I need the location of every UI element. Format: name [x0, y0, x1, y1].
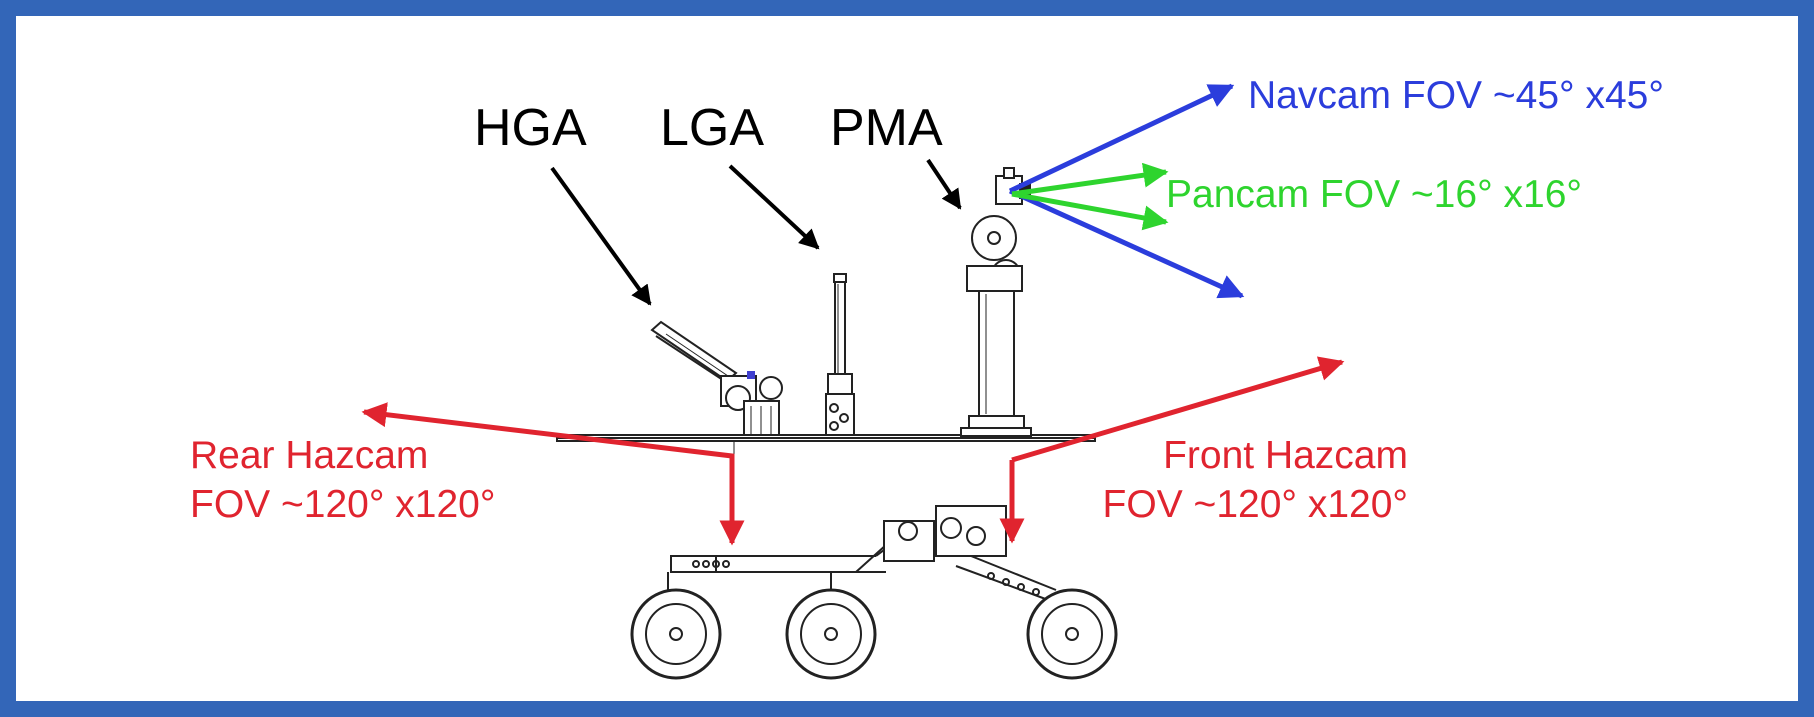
suspension-drawing	[667, 505, 1072, 617]
navcam-fov-arrows	[1008, 83, 1245, 299]
rear-hazcam-label-line2: FOV ~120° x120°	[190, 483, 496, 526]
navcam-fov-label: Navcam FOV ~45° x45°	[1248, 74, 1664, 117]
wheel-middle	[785, 588, 877, 680]
pma-pointer-arrow	[926, 158, 962, 210]
front-hazcam-label-line2: FOV ~120° x120°	[1102, 483, 1408, 526]
pma-mast-drawing	[960, 167, 1032, 437]
hga-antenna-drawing	[650, 320, 783, 436]
rear-hazcam-arrows	[361, 402, 745, 546]
pancam-fov-arrows	[1011, 162, 1169, 231]
part-pointer-arrows	[550, 158, 962, 306]
front-hazcam-label-line1: Front Hazcam	[1163, 434, 1408, 477]
pma-label: PMA	[830, 99, 943, 157]
hga-pointer-arrow	[550, 166, 652, 306]
hga-label: HGA	[474, 99, 587, 157]
rear-hazcam-label-line1: Rear Hazcam	[190, 434, 429, 477]
pancam-fov-label: Pancam FOV ~16° x16°	[1166, 173, 1582, 216]
navcam-lower-arrow	[1008, 188, 1245, 299]
front-hazcam-arrows	[999, 356, 1345, 544]
pancam-lower-arrow	[1011, 191, 1169, 231]
front-hazcam-boundary-arrow	[1011, 356, 1345, 463]
diagram-frame: HGA LGA PMA Navcam FOV ~45° x45° Pancam …	[16, 16, 1798, 701]
rover-camera-diagram	[361, 83, 1345, 680]
lga-mast-drawing	[825, 273, 855, 436]
lga-pointer-arrow	[728, 164, 820, 250]
pancam-upper-arrow	[1011, 162, 1169, 197]
lga-label: LGA	[660, 99, 765, 157]
wheel-rear	[630, 588, 722, 680]
navcam-upper-arrow	[1008, 83, 1235, 194]
rover-drawing	[556, 167, 1118, 680]
wheel-front	[1026, 588, 1118, 680]
